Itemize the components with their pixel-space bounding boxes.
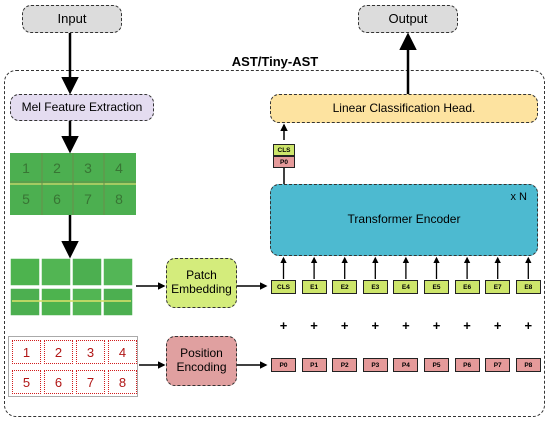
- position-grid-cell: 1: [12, 340, 41, 364]
- plus-sign: +: [279, 318, 288, 333]
- patched-spectrogram-image: [9, 257, 134, 317]
- plus-sign: +: [463, 318, 471, 333]
- plus-sign: +: [432, 318, 441, 333]
- position-grid-cell: 4: [108, 340, 137, 364]
- plus-sign: +: [402, 318, 410, 333]
- embedding-token: E8: [515, 280, 541, 294]
- position-grid: [8, 336, 138, 397]
- position-encoding-box: Position Encoding: [166, 336, 237, 386]
- position-token: P8: [515, 358, 541, 372]
- spectrogram-patch-number: 1: [22, 160, 30, 176]
- position-token: P5: [424, 358, 449, 372]
- patch-embedding-box: Patch Embedding: [166, 258, 237, 308]
- mel-feature-extraction-box: Mel Feature Extraction: [10, 94, 154, 121]
- position-token: P3: [362, 358, 388, 372]
- transformer-encoder-box: Transformer Encoder x N: [270, 184, 538, 256]
- embedding-token: E5: [424, 280, 449, 294]
- spectrogram-image: [10, 153, 136, 215]
- embedding-token: E2: [332, 280, 358, 294]
- spectrogram-patch-number: 7: [84, 191, 92, 207]
- plus-sign: +: [524, 318, 533, 333]
- classification-head-box: Linear Classification Head.: [270, 94, 538, 123]
- spectrogram-patch-number: 8: [115, 191, 123, 207]
- plus-sign: +: [340, 318, 349, 333]
- position-grid-cell: 5: [12, 370, 41, 394]
- embedding-token: E6: [454, 280, 480, 294]
- head-input-token: P0: [273, 156, 295, 168]
- position-token: P0: [271, 358, 296, 372]
- spectrogram-patch-number: 5: [22, 191, 30, 207]
- position-grid-cell: 6: [44, 370, 73, 394]
- embedding-token: E1: [301, 280, 327, 294]
- embedding-token: CLS: [271, 280, 296, 294]
- input-box: Input: [22, 5, 122, 33]
- spectrogram-patch-number: 2: [53, 160, 61, 176]
- plus-sign: +: [310, 318, 318, 333]
- spectrogram-patch-number: 4: [115, 160, 123, 176]
- plus-sign: +: [371, 318, 380, 333]
- position-grid-cell: 8: [108, 370, 137, 394]
- embedding-token: E7: [485, 280, 511, 294]
- position-token: P2: [332, 358, 358, 372]
- embedding-token: E4: [393, 280, 419, 294]
- position-token: P6: [454, 358, 480, 372]
- encoder-repeat-label: x N: [510, 191, 528, 203]
- frame-title: AST/Tiny-AST: [231, 54, 319, 69]
- position-grid-cell: 2: [44, 340, 73, 364]
- spectrogram-patch-number: 6: [53, 191, 61, 207]
- position-token: P1: [301, 358, 327, 372]
- position-grid-cell: 3: [76, 340, 105, 364]
- position-token: P4: [393, 358, 419, 372]
- ast-frame: [4, 70, 545, 417]
- embedding-token: E3: [362, 280, 388, 294]
- spectrogram-patch-number: 3: [84, 160, 92, 176]
- position-token: P7: [485, 358, 511, 372]
- plus-sign: +: [493, 318, 502, 333]
- encoder-label: Transformer Encoder: [347, 212, 461, 227]
- head-input-token: CLS: [273, 144, 295, 156]
- position-grid-cell: 7: [76, 370, 105, 394]
